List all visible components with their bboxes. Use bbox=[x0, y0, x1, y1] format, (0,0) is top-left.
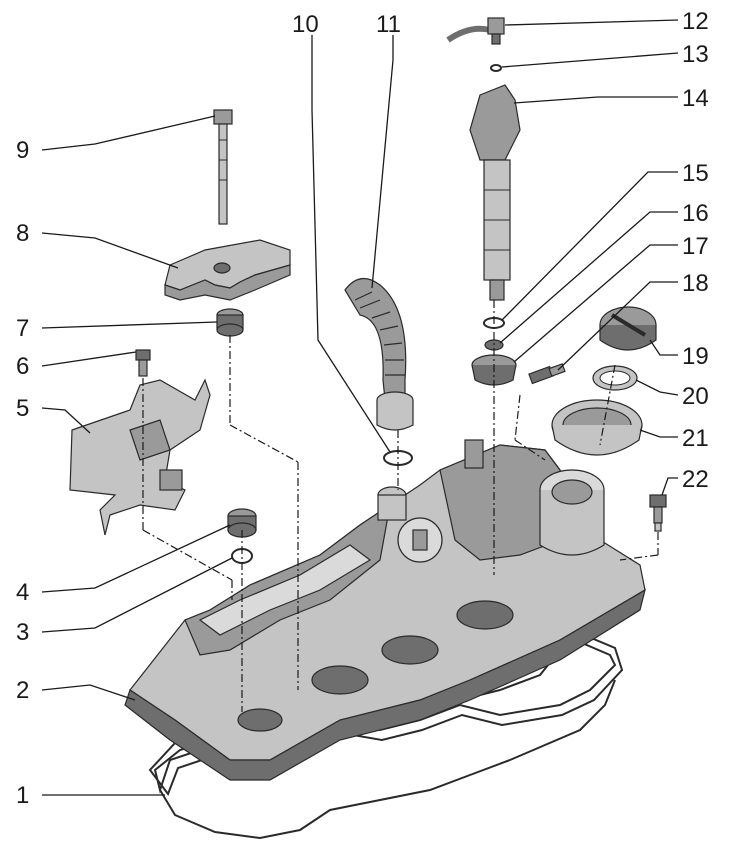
leader-7 bbox=[41, 321, 218, 329]
callout-17: 17 bbox=[682, 233, 709, 260]
connector-part bbox=[446, 17, 505, 45]
callout-11: 11 bbox=[376, 11, 401, 38]
callout-1: 1 bbox=[16, 782, 29, 809]
small-seal-part bbox=[490, 64, 502, 72]
leader-lines bbox=[41, 19, 679, 796]
callout-4: 4 bbox=[16, 579, 29, 606]
leader-21 bbox=[639, 429, 678, 438]
leader-6 bbox=[41, 351, 137, 367]
callout-8: 8 bbox=[16, 220, 29, 247]
bracket-part bbox=[69, 378, 211, 536]
cylinder-head-cover-part bbox=[124, 439, 646, 781]
leader-3 bbox=[41, 557, 233, 633]
filler-cap-part bbox=[599, 306, 657, 351]
leader-15 bbox=[501, 171, 678, 321]
callout-6: 6 bbox=[16, 353, 29, 380]
callout-21: 21 bbox=[682, 425, 709, 452]
callout-14: 14 bbox=[682, 85, 709, 112]
leader-20 bbox=[635, 379, 679, 396]
leader-2 bbox=[41, 684, 136, 701]
leader-16 bbox=[499, 211, 678, 344]
leader-22 bbox=[661, 477, 678, 496]
leader-9 bbox=[41, 115, 216, 151]
callout-2: 2 bbox=[16, 677, 29, 704]
filler-insert-part bbox=[551, 399, 643, 456]
leader-8 bbox=[41, 232, 179, 269]
callout-15: 15 bbox=[682, 160, 709, 187]
callout-20: 20 bbox=[682, 383, 709, 410]
plug-part bbox=[227, 508, 257, 538]
bolt-long-part bbox=[213, 109, 233, 225]
leader-18 bbox=[557, 281, 678, 371]
sensor-part bbox=[528, 363, 566, 385]
leader-10 bbox=[311, 35, 391, 453]
leader-4 bbox=[41, 524, 231, 593]
callout-5: 5 bbox=[16, 395, 29, 422]
callout-19: 19 bbox=[682, 343, 709, 370]
bolt-small-part bbox=[135, 349, 151, 377]
callout-12: 12 bbox=[682, 8, 709, 35]
callout-7: 7 bbox=[16, 315, 29, 342]
leader-12 bbox=[504, 19, 679, 26]
callout-16: 16 bbox=[682, 200, 709, 227]
callout-3: 3 bbox=[16, 619, 29, 646]
leader-11 bbox=[371, 35, 394, 289]
cap-gasket-part bbox=[592, 365, 638, 391]
assembly-axes bbox=[142, 300, 659, 712]
callout-13: 13 bbox=[682, 41, 709, 68]
breather-hose-part bbox=[344, 278, 414, 431]
leader-5 bbox=[41, 407, 91, 434]
injector-part bbox=[469, 84, 521, 301]
callout-9: 9 bbox=[16, 137, 29, 164]
bolt-cover-part bbox=[649, 494, 667, 532]
leader-14 bbox=[513, 96, 678, 104]
clamping-piece-part bbox=[164, 239, 291, 301]
bush-part bbox=[216, 308, 244, 337]
callout-labels: 1 2 3 4 5 6 7 8 9 10 11 12 13 14 15 16 1… bbox=[16, 8, 709, 809]
callout-22: 22 bbox=[682, 466, 709, 493]
leader-19 bbox=[649, 339, 678, 356]
leader-17 bbox=[513, 244, 678, 363]
callout-18: 18 bbox=[682, 270, 709, 297]
leader-13 bbox=[501, 52, 679, 68]
callout-10: 10 bbox=[292, 11, 319, 38]
